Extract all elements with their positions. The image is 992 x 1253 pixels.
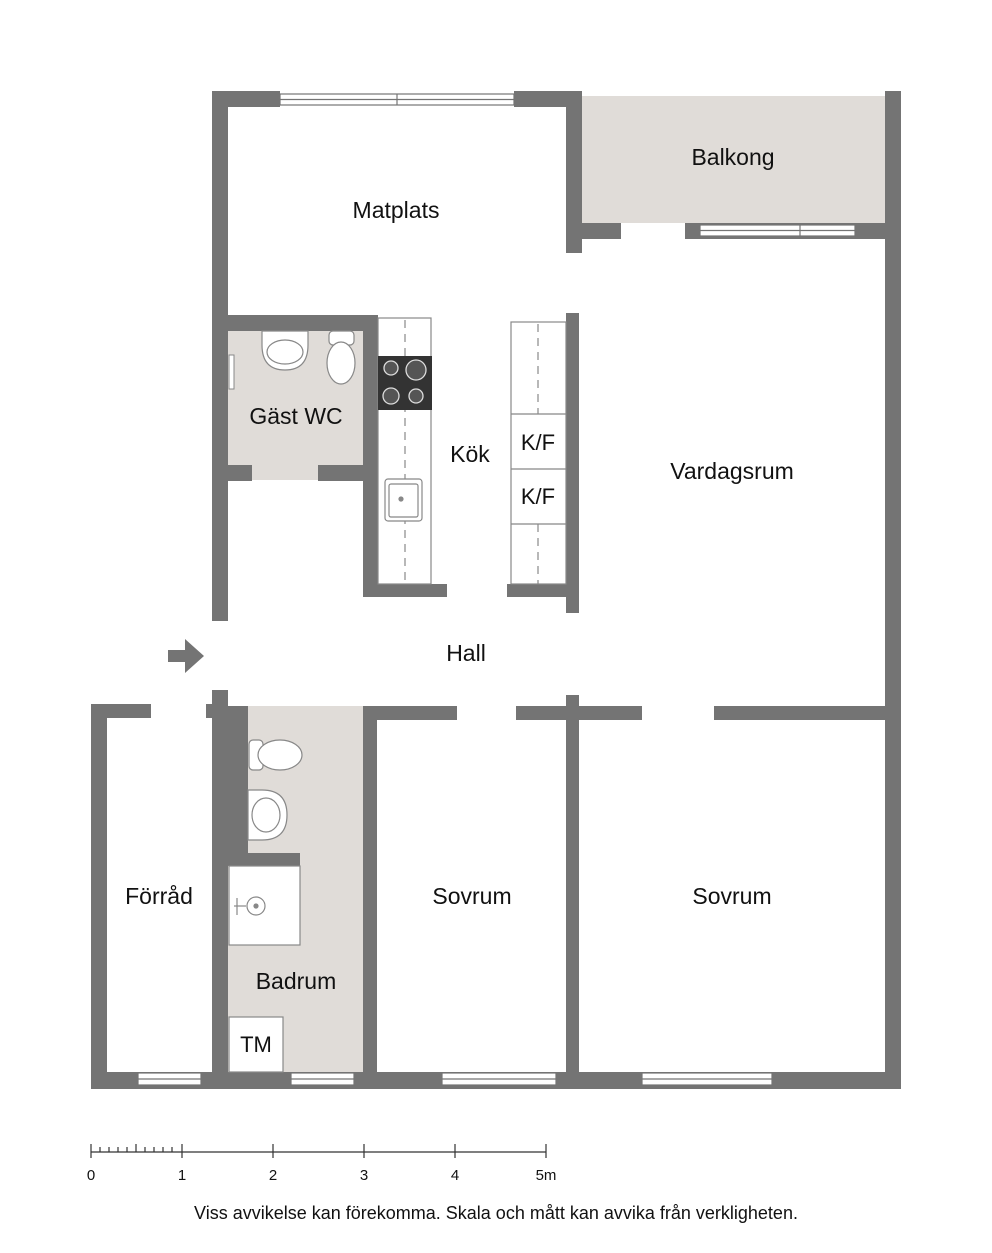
wall-hall-sovrum1-left	[363, 706, 457, 720]
wall-kitchen-bottom-right	[507, 584, 579, 597]
wall-wc-bottom-right	[318, 465, 363, 481]
stove	[378, 356, 432, 410]
wall-left-upper	[212, 91, 228, 621]
kitchen-sink-icon	[384, 478, 423, 522]
scale-tick-3: 3	[360, 1167, 368, 1184]
scale-bar	[90, 1144, 547, 1158]
wall-right	[885, 91, 901, 1089]
entrance-arrow-icon	[168, 639, 204, 673]
wall-bath-shelf-top	[228, 853, 300, 866]
wall-wc-bottom-left	[228, 465, 252, 481]
wall-bath-sovrum1	[363, 706, 377, 1089]
scale-tick-2: 2	[269, 1167, 277, 1184]
wall-forrad-left	[91, 704, 107, 1089]
washing-machine-box	[228, 1016, 284, 1073]
windows	[137, 93, 856, 1086]
label-kf-upper: K/F	[521, 430, 555, 455]
room-label-gast-wc: Gäst WC	[249, 403, 342, 429]
walls	[91, 91, 901, 1089]
wc-washbasin-icon	[261, 330, 309, 371]
kitchen-counter-right	[510, 321, 567, 585]
wall-hall-bath	[228, 706, 248, 866]
label-kf-lower: K/F	[521, 484, 555, 509]
wall-wc-top	[228, 315, 378, 331]
room-label-sovrum-1: Sovrum	[432, 883, 511, 909]
wall-top-matplats-left	[212, 91, 280, 107]
wall-matplats-balcony	[566, 91, 582, 253]
bath-toilet-icon	[248, 739, 303, 771]
scale-tick-5m: 5m	[536, 1167, 557, 1184]
wall-wc-right	[363, 315, 378, 597]
room-label-kok: Kök	[450, 441, 490, 467]
room-label-vardagsrum: Vardagsrum	[670, 458, 794, 484]
shower-icon	[228, 865, 301, 946]
wall-top-matplats-right	[514, 91, 582, 107]
label-tm: TM	[240, 1032, 272, 1057]
balcony-floor	[582, 96, 885, 223]
wc-radiator	[228, 354, 235, 390]
wall-kitchen-living	[566, 313, 579, 613]
scale-tick-0: 0	[87, 1167, 95, 1184]
room-label-balkong: Balkong	[691, 144, 774, 170]
scale-tick-1: 1	[178, 1167, 186, 1184]
wall-balcony-bottom-left	[566, 223, 621, 239]
room-label-forrad: Förråd	[125, 883, 193, 909]
disclaimer-text: Viss avvikelse kan förekomma. Skala och …	[194, 1203, 798, 1223]
room-label-sovrum-2: Sovrum	[692, 883, 771, 909]
wc-toilet-icon	[326, 330, 356, 385]
room-label-matplats: Matplats	[353, 197, 440, 223]
bath-washbasin-icon	[247, 789, 288, 841]
wall-forrad-right	[212, 704, 228, 1089]
room-label-badrum: Badrum	[256, 968, 337, 994]
wall-kitchen-bottom-left	[363, 584, 447, 597]
wall-hall-sovrum2	[714, 706, 901, 720]
wall-sovrum-divider	[566, 695, 579, 1089]
room-label-hall: Hall	[446, 640, 486, 666]
scale-tick-4: 4	[451, 1167, 459, 1184]
